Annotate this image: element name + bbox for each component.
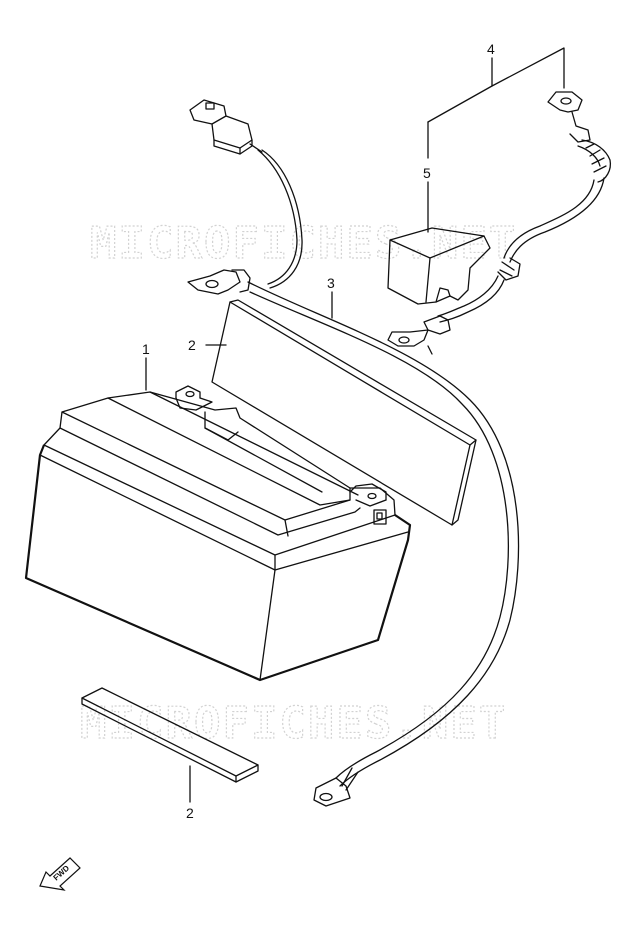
callout-pad-lower: 2 <box>186 805 194 821</box>
callout-terminal-cover: 5 <box>423 165 431 181</box>
terminal-cover <box>387 227 491 305</box>
cable-negative <box>187 99 520 807</box>
cable-positive <box>387 91 612 355</box>
watermark-bottom: MICROFICHES.NET <box>80 698 507 749</box>
battery <box>24 385 412 682</box>
pad-upper <box>211 299 477 526</box>
forward-arrow-icon: FWD <box>39 857 81 891</box>
callout-pad-upper: 2 <box>188 337 196 353</box>
leader-lines <box>145 47 565 803</box>
pad-lower <box>81 687 259 783</box>
callout-cable-positive: 4 <box>487 41 495 57</box>
callout-battery: 1 <box>142 341 150 357</box>
watermark-top: MICROFICHES.NET <box>90 218 517 269</box>
callout-cable-negative: 3 <box>327 275 335 291</box>
